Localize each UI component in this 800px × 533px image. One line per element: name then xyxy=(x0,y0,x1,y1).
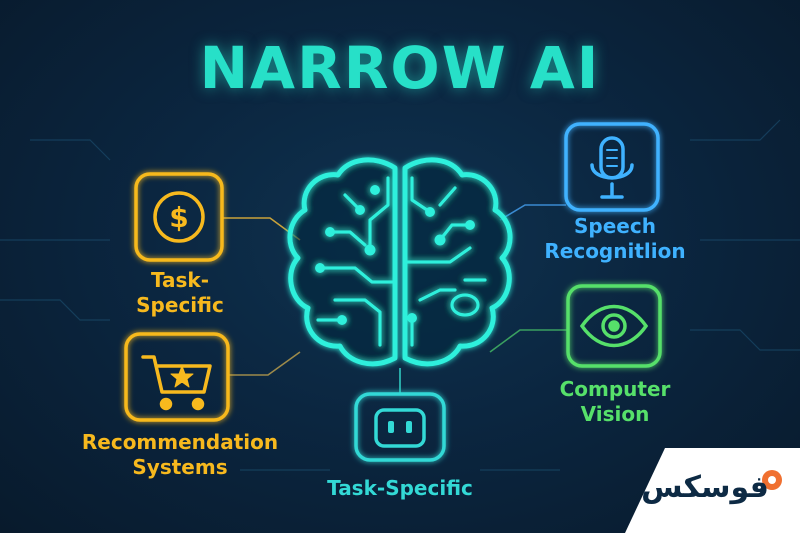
logo-icon xyxy=(762,470,782,490)
brain-circuit-icon xyxy=(287,157,513,367)
svg-text:$: $ xyxy=(169,201,188,234)
robot-icon-box xyxy=(354,392,446,462)
speech-icon-box xyxy=(564,122,660,212)
logo-panel xyxy=(625,448,800,533)
shopping-cart-star-icon xyxy=(141,355,212,411)
vision-icon-box xyxy=(566,284,662,368)
page-title: NARROW AI xyxy=(199,34,601,102)
label-recommendation-systems: Recommendation Systems xyxy=(81,430,279,479)
connector-vision xyxy=(489,329,568,353)
eye-icon xyxy=(579,304,649,348)
recommendation-icon-box xyxy=(124,332,230,422)
connector-speech xyxy=(499,204,566,221)
microphone-icon xyxy=(590,136,634,199)
background-circuit-lines xyxy=(0,119,800,471)
label-speech-recognition: Speech Recognitlion xyxy=(544,214,686,263)
dollar-coin-icon: $ xyxy=(153,191,205,243)
label-computer-vision: Computer Vision xyxy=(559,377,671,426)
label-task-specific: Task- Specific xyxy=(136,268,224,317)
task-specific-icon-box: $ xyxy=(134,172,224,262)
brand-logo-text: فوسکس xyxy=(641,470,769,505)
connector-recommendation xyxy=(228,351,301,376)
robot-face-icon xyxy=(374,408,426,448)
label-robot-task-specific: Task-Specific xyxy=(327,476,473,500)
